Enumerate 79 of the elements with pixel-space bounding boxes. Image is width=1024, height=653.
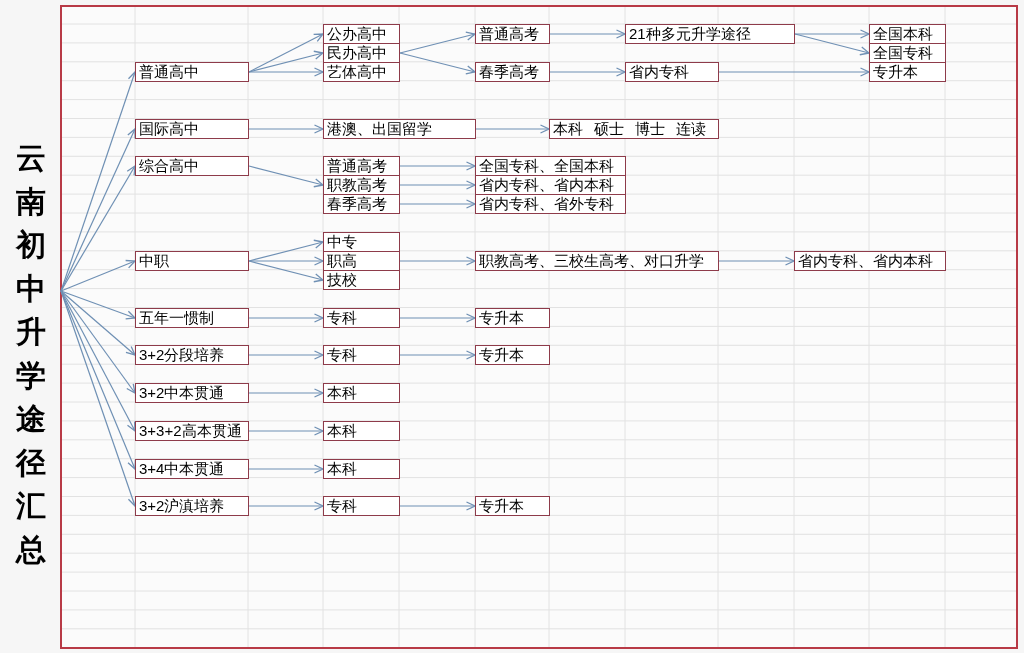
arrow: [399, 350, 476, 360]
pathway-box: 3+4中本贯通: [135, 459, 249, 479]
arrow: [399, 501, 476, 511]
pathway-box: 全国本科: [869, 24, 946, 44]
arrow: [60, 290, 137, 507]
pathway-box: 普通高中: [135, 62, 249, 82]
arrow: [718, 256, 795, 266]
arrow: [248, 464, 324, 474]
pathway-box: 全国专科: [869, 43, 946, 63]
arrow: [60, 259, 136, 292]
arrow: [60, 290, 136, 356]
arrow: [248, 426, 324, 436]
arrow: [60, 290, 136, 320]
pathway-box: 专升本: [475, 308, 550, 328]
pathway-box: 民办高中: [323, 43, 400, 63]
arrow: [549, 29, 626, 39]
pathway-box: 专科: [323, 345, 400, 365]
pathway-box: 3+2分段培养: [135, 345, 249, 365]
arrow: [60, 165, 136, 292]
arrow: [794, 29, 870, 39]
arrow: [399, 199, 476, 209]
pathway-box: 专升本: [869, 62, 946, 82]
arrow: [248, 165, 324, 188]
pathway-box: 艺体高中: [323, 62, 400, 82]
pathway-box: 中专: [323, 232, 400, 252]
pathway-box: 省内专科、省内本科: [475, 175, 626, 195]
pathway-box: 3+2中本贯通: [135, 383, 249, 403]
arrow: [248, 67, 324, 77]
arrow: [399, 313, 476, 323]
pathway-box: 专科: [323, 308, 400, 328]
arrow: [399, 256, 476, 266]
pathway-box: 普通高考: [323, 156, 400, 176]
pathway-box: 综合高中: [135, 156, 249, 176]
pathway-box: 本科 硕士 博士 连读: [549, 119, 719, 139]
pathway-box: 省内专科、省内本科: [794, 251, 946, 271]
pathway-box: 省内专科: [625, 62, 719, 82]
pathway-box: 本科: [323, 459, 400, 479]
pathway-box: 专科: [323, 496, 400, 516]
pathway-box: 国际高中: [135, 119, 249, 139]
arrow: [248, 124, 324, 134]
pathway-box: 专升本: [475, 496, 550, 516]
arrow: [718, 67, 870, 77]
pathway-box: 全国专科、全国本科: [475, 156, 626, 176]
arrow: [248, 260, 324, 283]
pathway-box: 专升本: [475, 345, 550, 365]
arrow: [549, 67, 626, 77]
pathway-box: 21种多元升学途径: [625, 24, 795, 44]
arrow: [248, 350, 324, 360]
pathway-box: 职教高考、三校生高考、对口升学: [475, 251, 719, 271]
arrow: [399, 31, 476, 54]
arrow: [60, 290, 136, 394]
pathway-box: 公办高中: [323, 24, 400, 44]
arrow: [60, 290, 137, 470]
pathway-box: 普通高考: [475, 24, 550, 44]
arrow: [794, 33, 870, 56]
pathway-box: 五年一惯制: [135, 308, 249, 328]
arrow: [248, 256, 324, 266]
vertical-title: 云南初中升学途径汇总: [15, 140, 46, 568]
pathway-box: 春季高考: [475, 62, 550, 82]
pathway-box: 本科: [323, 383, 400, 403]
arrow: [248, 33, 324, 73]
pathway-box: 港澳、出国留学: [323, 119, 476, 139]
arrow: [475, 124, 550, 134]
arrow: [399, 161, 476, 171]
pathway-box: 3+2沪滇培养: [135, 496, 249, 516]
pathway-box: 省内专科、省外专科: [475, 194, 626, 214]
arrow: [399, 52, 476, 75]
arrow: [60, 128, 136, 292]
pathway-box: 职教高考: [323, 175, 400, 195]
pathway-box: 中职: [135, 251, 249, 271]
arrow: [248, 388, 324, 398]
pathway-box: 技校: [323, 270, 400, 290]
arrow: [248, 313, 324, 323]
pathway-box: 职高: [323, 251, 400, 271]
pathway-box: 本科: [323, 421, 400, 441]
pathway-box: 春季高考: [323, 194, 400, 214]
arrow: [399, 180, 476, 190]
arrow: [248, 501, 324, 511]
pathway-box: 3+3+2高本贯通: [135, 421, 249, 441]
